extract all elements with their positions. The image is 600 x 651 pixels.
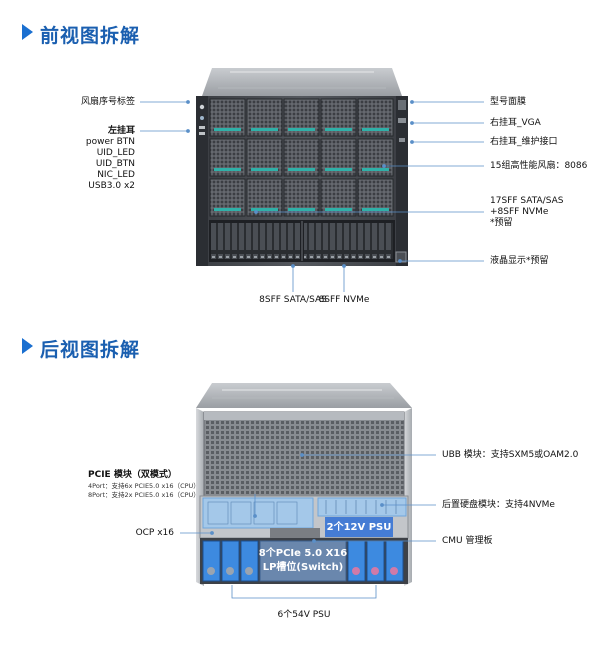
rear-drive-label: 后置硬盘模块：支持4NVMe (442, 500, 555, 510)
ocp-label: OCP x16 (135, 528, 174, 538)
fan-module (320, 138, 357, 177)
left-ear-item-uid-led: UID_LED (96, 148, 135, 158)
front-leader-lines (140, 100, 484, 292)
vga-port-icon (398, 118, 406, 123)
model-panel-badge (398, 100, 406, 110)
front-chassis-top (202, 68, 402, 96)
psu12-highlight (325, 517, 393, 537)
pcie-module-highlight (202, 497, 314, 529)
usb-port-icon (199, 126, 205, 129)
lcd-label: 液晶显示*预留 (490, 256, 549, 266)
power-button-icon (199, 104, 205, 110)
left-ear-item-nic-led: NIC_LED (97, 170, 135, 180)
fan-module (283, 98, 320, 137)
pcie-module-label: PCIE 模块（双模式） (88, 470, 177, 480)
fan-module (246, 178, 283, 217)
pcie-8port-label: 8Port：支持2x PCIE5.0 x16（CPU） (88, 491, 200, 499)
front-view-title: 前视图拆解 (40, 25, 141, 47)
left-ear (196, 96, 208, 266)
fan-module (320, 98, 357, 137)
ubb-module (203, 411, 405, 497)
rear-drive-highlight (317, 497, 407, 517)
drive-bays (209, 220, 395, 262)
section-marker-icon (22, 338, 33, 354)
fan-module (209, 98, 246, 137)
psu54-group-right (347, 540, 404, 582)
rear-chassis-top (196, 383, 412, 408)
lp-slots-overlay-line2: LP槽位(Switch) (262, 562, 344, 573)
lp-slots-overlay-line1: 8个PCIe 5.0 X16 (258, 548, 348, 559)
pcie-4port-label: 4Port：支持6x PCIE5.0 x16（CPU） (88, 482, 200, 490)
model-panel-label: 型号面膜 (490, 97, 527, 107)
psu12-overlay-label: 2个12V PSU (326, 522, 392, 533)
cmu-board (270, 528, 320, 538)
lp-slots-highlight (259, 540, 347, 582)
drives-label-line2: +8SFF NVMe (490, 207, 549, 217)
fan-module (283, 178, 320, 217)
fan-module (320, 178, 357, 217)
drives-label-line1: 17SFF SATA/SAS (490, 196, 564, 206)
fan-serial-label: 风扇序号标签 (80, 97, 135, 107)
section-marker-icon (22, 24, 33, 40)
rear-view-title: 后视图拆解 (40, 339, 141, 361)
fan-module (283, 138, 320, 177)
rear-leader-lines (180, 453, 436, 599)
left-ear-label: 左挂耳 (107, 126, 135, 136)
fan-module (357, 98, 394, 137)
fan-module (209, 178, 246, 217)
fan-module (246, 98, 283, 137)
psu54-label: 6个54V PSU (277, 610, 331, 620)
uid-button-icon (200, 116, 204, 120)
right-ear-maint-label: 右挂耳_维护接口 (490, 137, 558, 147)
left-ear-item-uid-btn: UID_BTN (95, 159, 135, 169)
fans-label: 15组高性能风扇：8086 (490, 161, 588, 171)
left-ear-item-power: power BTN (85, 137, 135, 147)
fan-module (209, 138, 246, 177)
right-ear-vga-label: 右挂耳_VGA (490, 118, 541, 128)
sata-sas-label: 8SFF SATA/SAS (259, 295, 327, 305)
cmu-label: CMU 管理板 (442, 536, 493, 546)
drives-label-line3: *预留 (490, 218, 513, 228)
fan-module (357, 138, 394, 177)
ubb-label: UBB 模块：支持SXM5或OAM2.0 (442, 450, 579, 460)
nvme-label: 8SFF NVMe (318, 295, 370, 305)
fan-module (246, 138, 283, 177)
usb-port-icon (199, 132, 205, 135)
fan-grid (209, 98, 394, 217)
psu54-group-left (202, 540, 259, 582)
fan-module (357, 178, 394, 217)
maintenance-port-icon (399, 138, 405, 142)
left-ear-item-usb: USB3.0 x2 (88, 181, 135, 191)
